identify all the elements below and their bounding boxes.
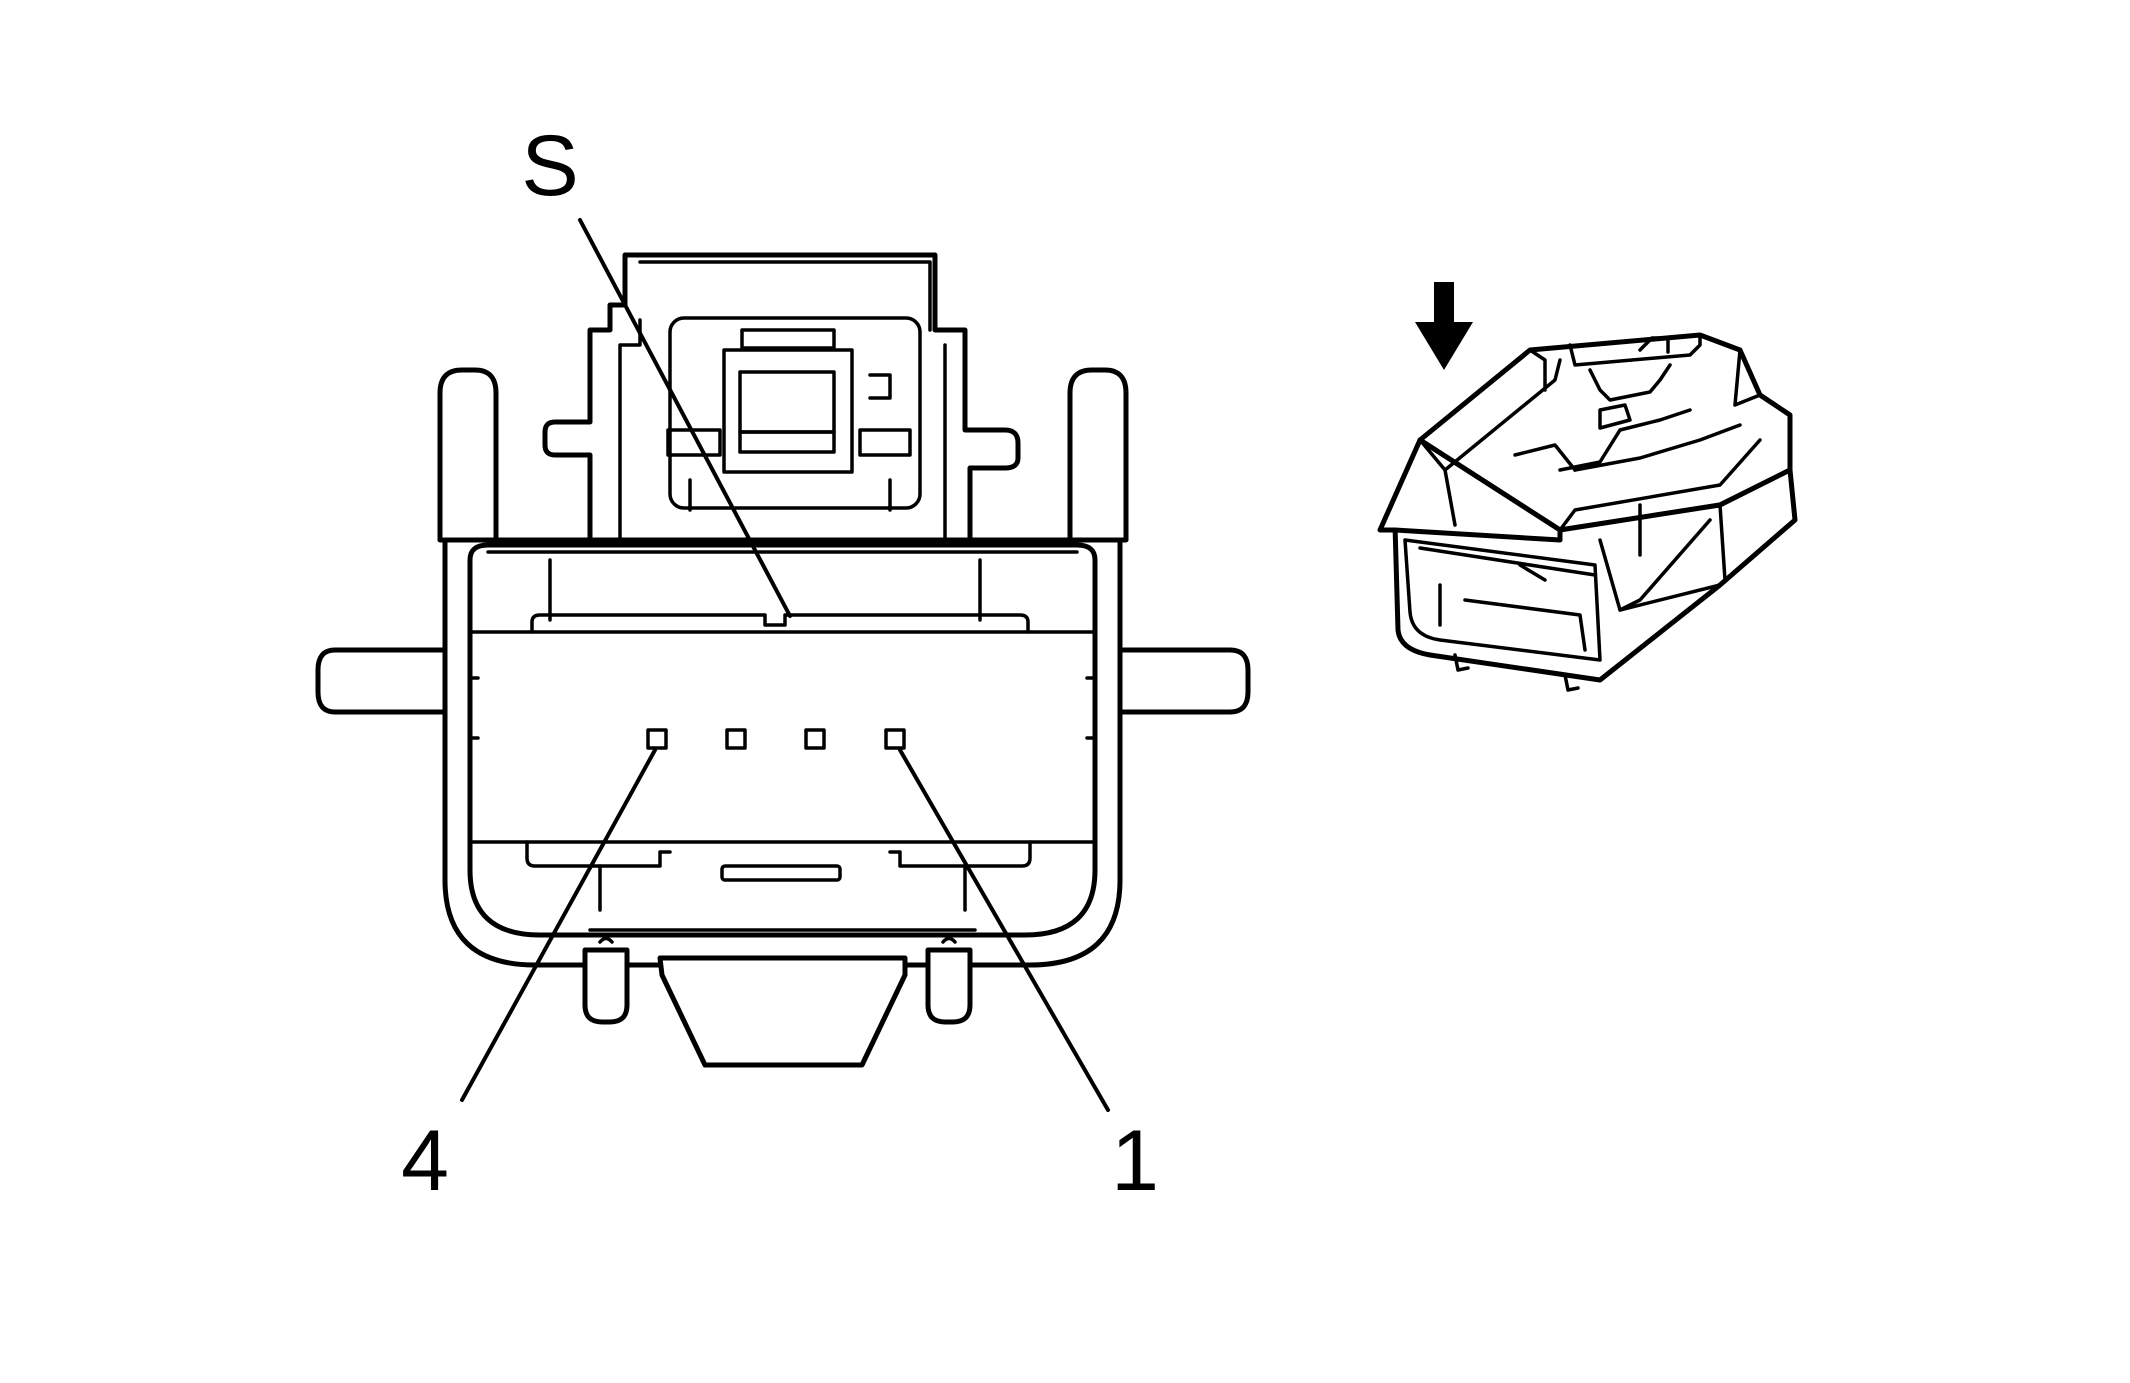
connector-cavity <box>467 542 1098 938</box>
leader-line-1 <box>898 748 1110 1112</box>
leader-line-4 <box>460 748 657 1102</box>
bottom-key <box>657 955 908 1068</box>
leader-line-s <box>578 218 792 618</box>
latch-housing <box>542 252 1021 543</box>
terminal-cavity-1 <box>884 728 906 750</box>
terminal-cavity-3 <box>725 728 747 750</box>
right-mounting-tab <box>1117 647 1251 715</box>
terminal-cavity-2 <box>804 728 826 750</box>
terminal-cavity-4 <box>646 728 668 750</box>
connector-isometric-icon <box>1377 282 1798 692</box>
arrow-down-icon <box>1415 282 1473 370</box>
bottom-right-stub <box>925 947 973 1025</box>
left-post <box>437 367 499 543</box>
connector-face-view: S 4 1 <box>315 118 1251 1209</box>
callout-label-4: 4 <box>401 1113 449 1209</box>
callout-label-s: S <box>521 118 578 214</box>
callout-label-1: 1 <box>1111 1113 1159 1209</box>
left-mounting-tab <box>315 647 448 715</box>
bottom-left-stub <box>582 947 630 1025</box>
right-post <box>1067 367 1129 543</box>
